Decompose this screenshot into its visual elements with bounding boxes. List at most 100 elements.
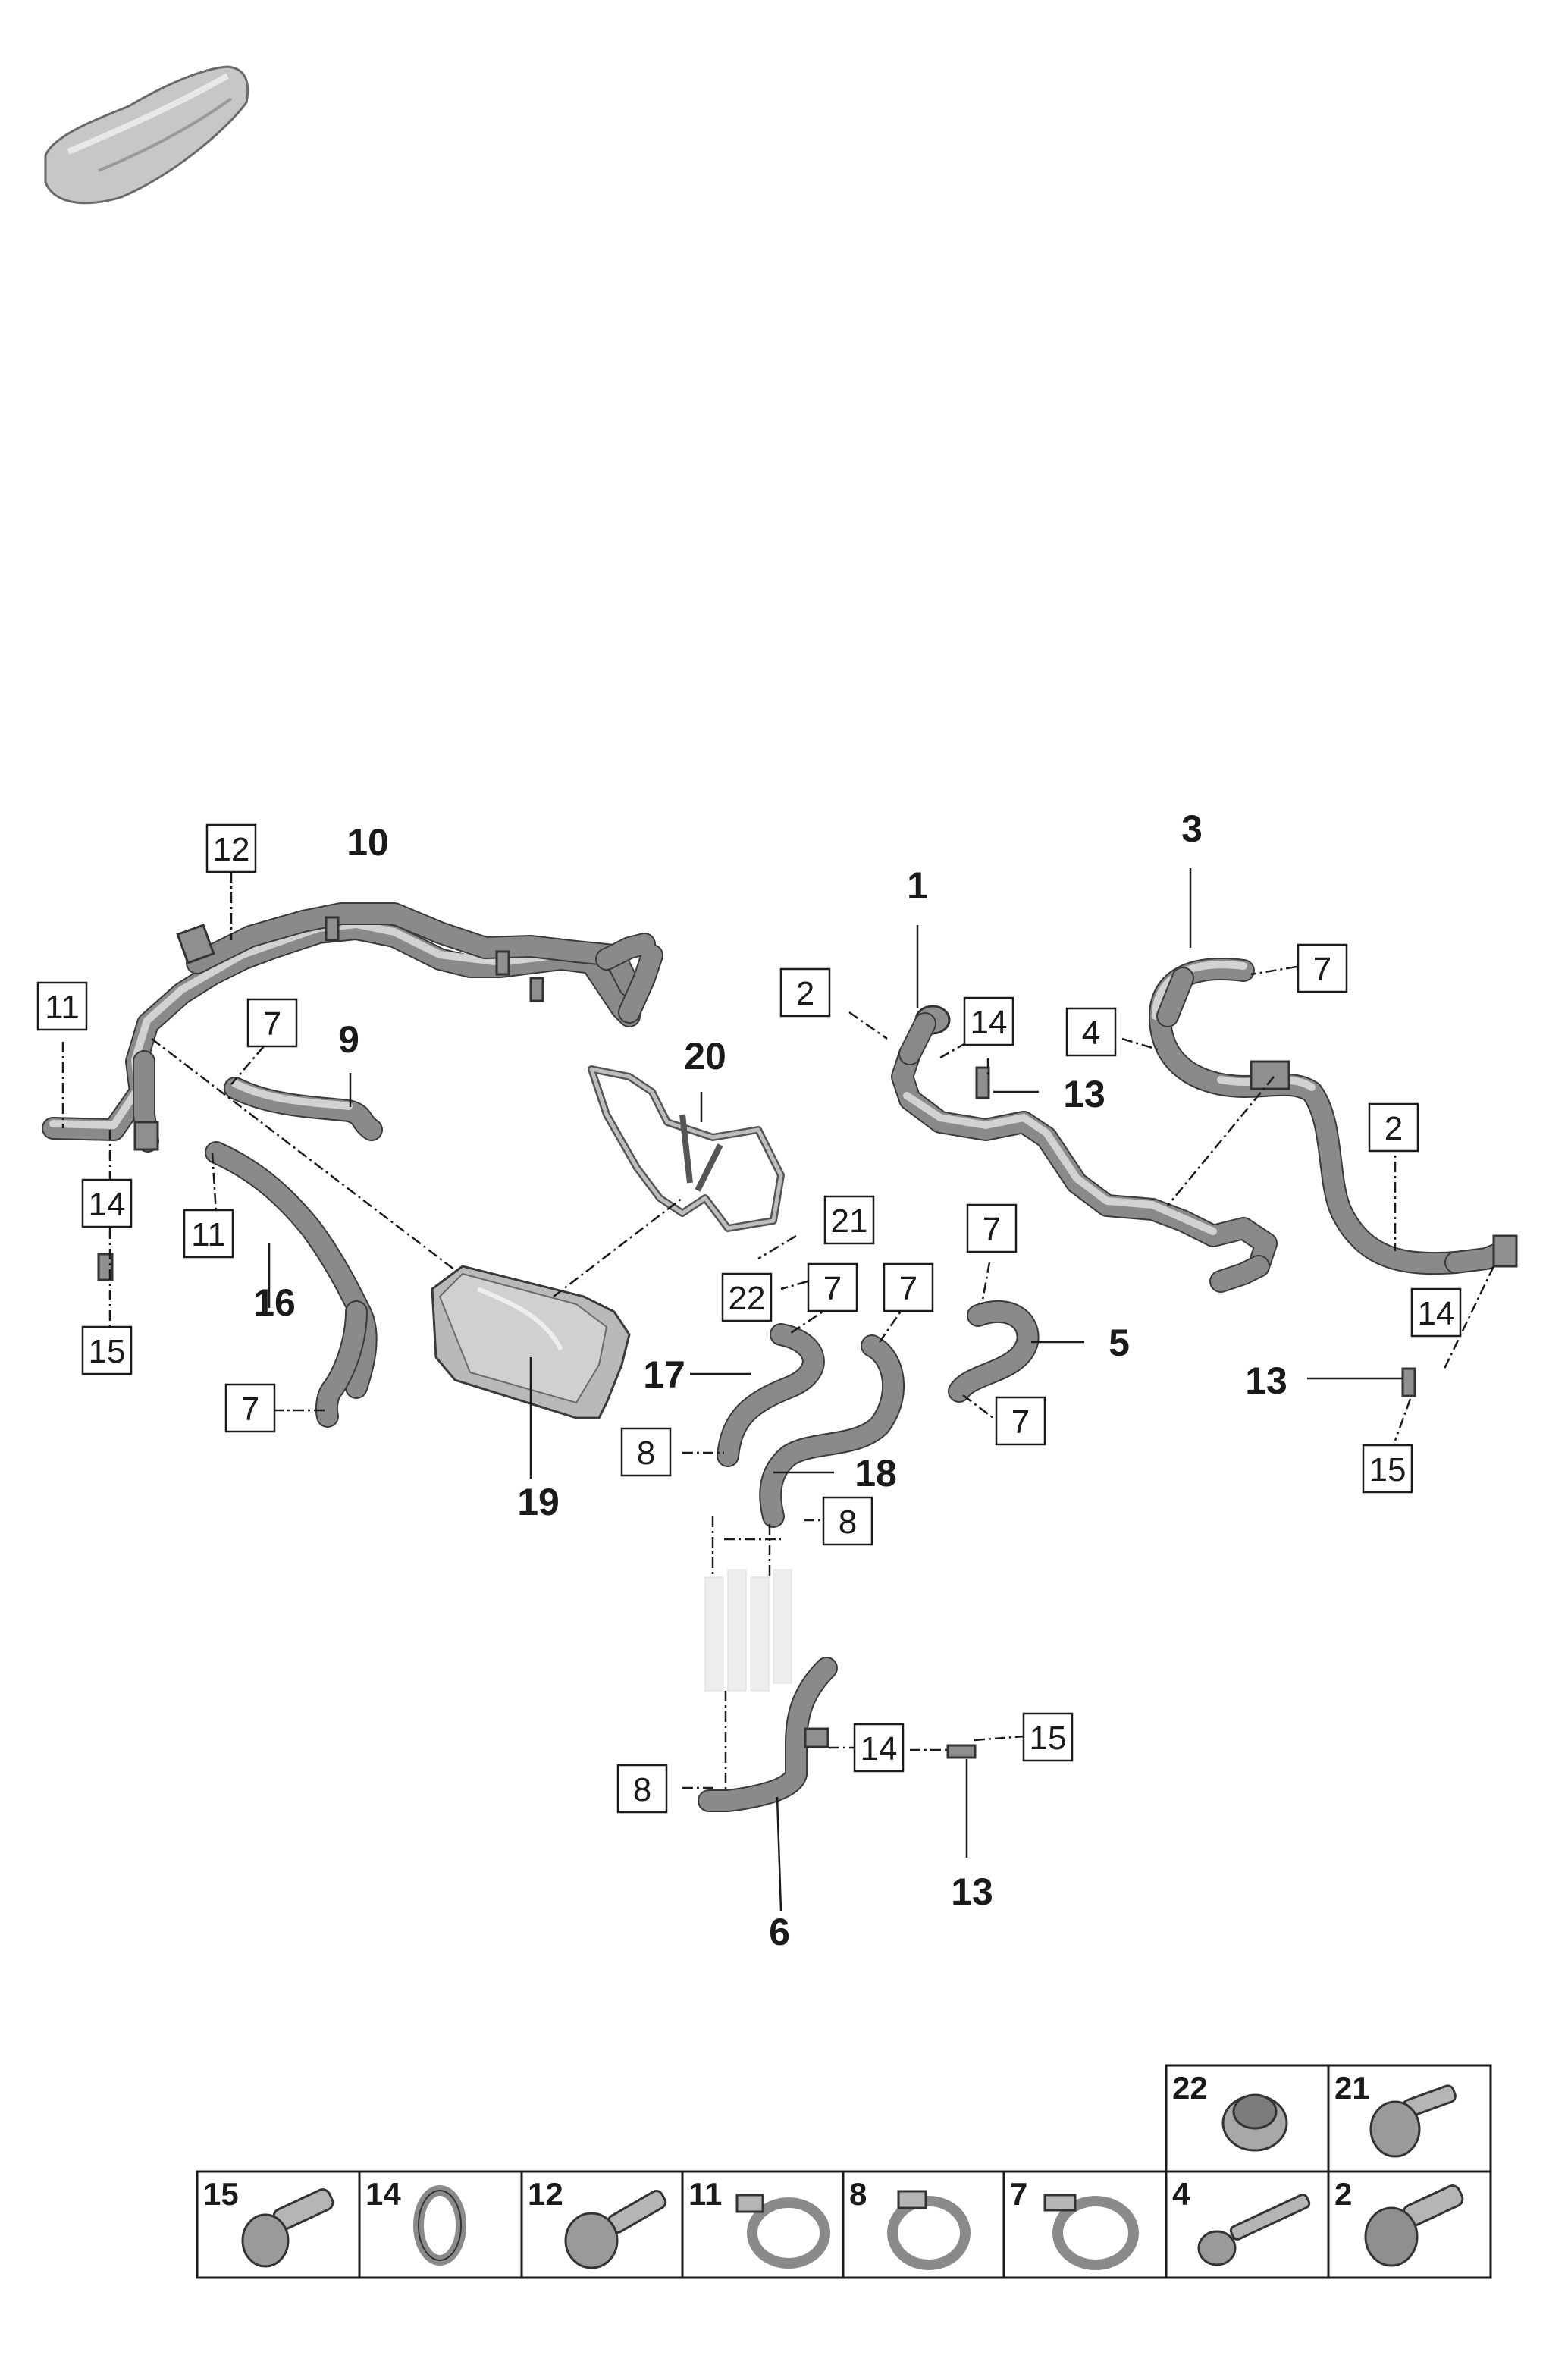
- table-label-8: 8: [849, 2176, 867, 2212]
- fitting-13a: [975, 1066, 990, 1099]
- svg-text:12: 12: [213, 831, 250, 868]
- box-11-b: 11: [183, 1209, 234, 1259]
- svg-text:14: 14: [1418, 1295, 1455, 1332]
- ghost-connector: [704, 1569, 792, 1692]
- box-14-b: 14: [963, 996, 1014, 1046]
- box-7-b: 7: [224, 1383, 276, 1433]
- box-21: 21: [823, 1195, 875, 1245]
- svg-text:7: 7: [241, 1391, 259, 1428]
- svg-text:2: 2: [796, 975, 814, 1012]
- svg-text:8: 8: [637, 1435, 655, 1472]
- box-8-c: 8: [616, 1764, 668, 1814]
- fitting-13c: [946, 1744, 977, 1759]
- box-7-a: 7: [246, 998, 298, 1048]
- svg-text:22: 22: [729, 1280, 766, 1317]
- nut-icon: [1221, 2093, 1288, 2152]
- svg-text:15: 15: [1369, 1451, 1406, 1488]
- callout-6: 6: [769, 1911, 790, 1953]
- svg-text:15: 15: [1030, 1720, 1067, 1757]
- box-7-d: 7: [807, 1262, 858, 1312]
- table-label-7: 7: [1010, 2176, 1027, 2212]
- leader-lines: [61, 868, 1495, 1911]
- table-label-15: 15: [203, 2176, 239, 2212]
- svg-text:11: 11: [45, 989, 80, 1026]
- box-7-f: 7: [966, 1203, 1018, 1253]
- svg-text:8: 8: [839, 1504, 857, 1541]
- o-ring-icon: [413, 2185, 466, 2266]
- boxed-callouts: 12 11 7 14 11 15 7 2 14 7 4 2 21 22 7 7 …: [36, 823, 1462, 1814]
- callout-19: 19: [517, 1481, 560, 1523]
- fitting-15: [97, 1253, 114, 1281]
- svg-text:7: 7: [263, 1005, 281, 1043]
- svg-text:4: 4: [1082, 1015, 1100, 1052]
- fitting-13b: [1401, 1367, 1416, 1397]
- box-12: 12: [205, 823, 257, 873]
- svg-text:7: 7: [899, 1270, 917, 1307]
- box-8-a: 8: [620, 1427, 672, 1477]
- box-2-b: 2: [1368, 1102, 1419, 1153]
- box-14-d: 14: [853, 1723, 905, 1773]
- box-7-e: 7: [883, 1262, 934, 1312]
- table-label-11: 11: [688, 2176, 722, 2212]
- svg-text:7: 7: [1313, 951, 1331, 988]
- bolt-15-icon: [241, 2188, 334, 2268]
- hose-5: [948, 1300, 1040, 1403]
- svg-text:15: 15: [89, 1333, 126, 1370]
- hose-6: [698, 1657, 838, 1812]
- box-15-b: 15: [1362, 1444, 1413, 1494]
- svg-text:21: 21: [831, 1203, 868, 1240]
- bolt-2-icon: [1364, 2184, 1464, 2267]
- hose-18: [759, 1334, 905, 1528]
- coolant-reservoir-19: [431, 1265, 631, 1419]
- callout-16: 16: [253, 1281, 296, 1324]
- callout-5: 5: [1109, 1322, 1130, 1364]
- table-label-4: 4: [1172, 2176, 1190, 2212]
- callout-18: 18: [855, 1452, 897, 1494]
- box-7-c: 7: [1297, 943, 1348, 993]
- callout-9: 9: [338, 1018, 359, 1061]
- svg-text:14: 14: [861, 1730, 898, 1767]
- svg-text:2: 2: [1385, 1110, 1403, 1147]
- hose-9: [224, 1077, 383, 1141]
- callout-17: 17: [643, 1353, 685, 1396]
- table-label-14: 14: [365, 2176, 401, 2212]
- hose-16: [205, 1141, 378, 1428]
- svg-text:11: 11: [191, 1216, 226, 1253]
- hose-17: [717, 1323, 825, 1467]
- box-15-a: 15: [81, 1325, 133, 1375]
- table-label-22: 22: [1172, 2070, 1208, 2106]
- box-8-b: 8: [822, 1496, 873, 1546]
- callout-3: 3: [1181, 808, 1203, 850]
- bracket-20: [588, 1065, 785, 1232]
- svg-text:7: 7: [823, 1270, 842, 1307]
- callout-13-b: 13: [1245, 1359, 1287, 1402]
- bolt-4-icon: [1197, 2194, 1311, 2266]
- callout-13-c: 13: [951, 1871, 993, 1913]
- callout-10: 10: [347, 821, 389, 864]
- box-4: 4: [1065, 1007, 1117, 1057]
- box-15-c: 15: [1022, 1712, 1074, 1762]
- svg-text:14: 14: [971, 1004, 1008, 1041]
- callout-13-a: 13: [1063, 1073, 1105, 1115]
- callout-1: 1: [907, 864, 928, 907]
- table-label-21: 21: [1334, 2070, 1370, 2106]
- vehicle-silhouette-icon: [44, 65, 249, 205]
- svg-text:7: 7: [1011, 1403, 1030, 1441]
- callout-20: 20: [684, 1035, 726, 1077]
- table-label-12: 12: [528, 2176, 563, 2212]
- box-7-g: 7: [995, 1396, 1046, 1446]
- hose-clamp-11-icon: [735, 2194, 830, 2269]
- box-2-a: 2: [779, 967, 831, 1018]
- box-11-a: 11: [36, 981, 88, 1031]
- hose-1: [891, 1005, 1278, 1293]
- box-14-c: 14: [1410, 1287, 1462, 1338]
- hose-3: [1149, 958, 1518, 1275]
- hose-clamp-8-icon: [887, 2190, 971, 2270]
- svg-text:14: 14: [89, 1186, 126, 1223]
- svg-text:7: 7: [983, 1211, 1001, 1248]
- bolt-12-icon: [564, 2190, 667, 2269]
- box-14-a: 14: [81, 1178, 133, 1228]
- table-label-2: 2: [1334, 2176, 1352, 2212]
- box-22: 22: [721, 1272, 773, 1322]
